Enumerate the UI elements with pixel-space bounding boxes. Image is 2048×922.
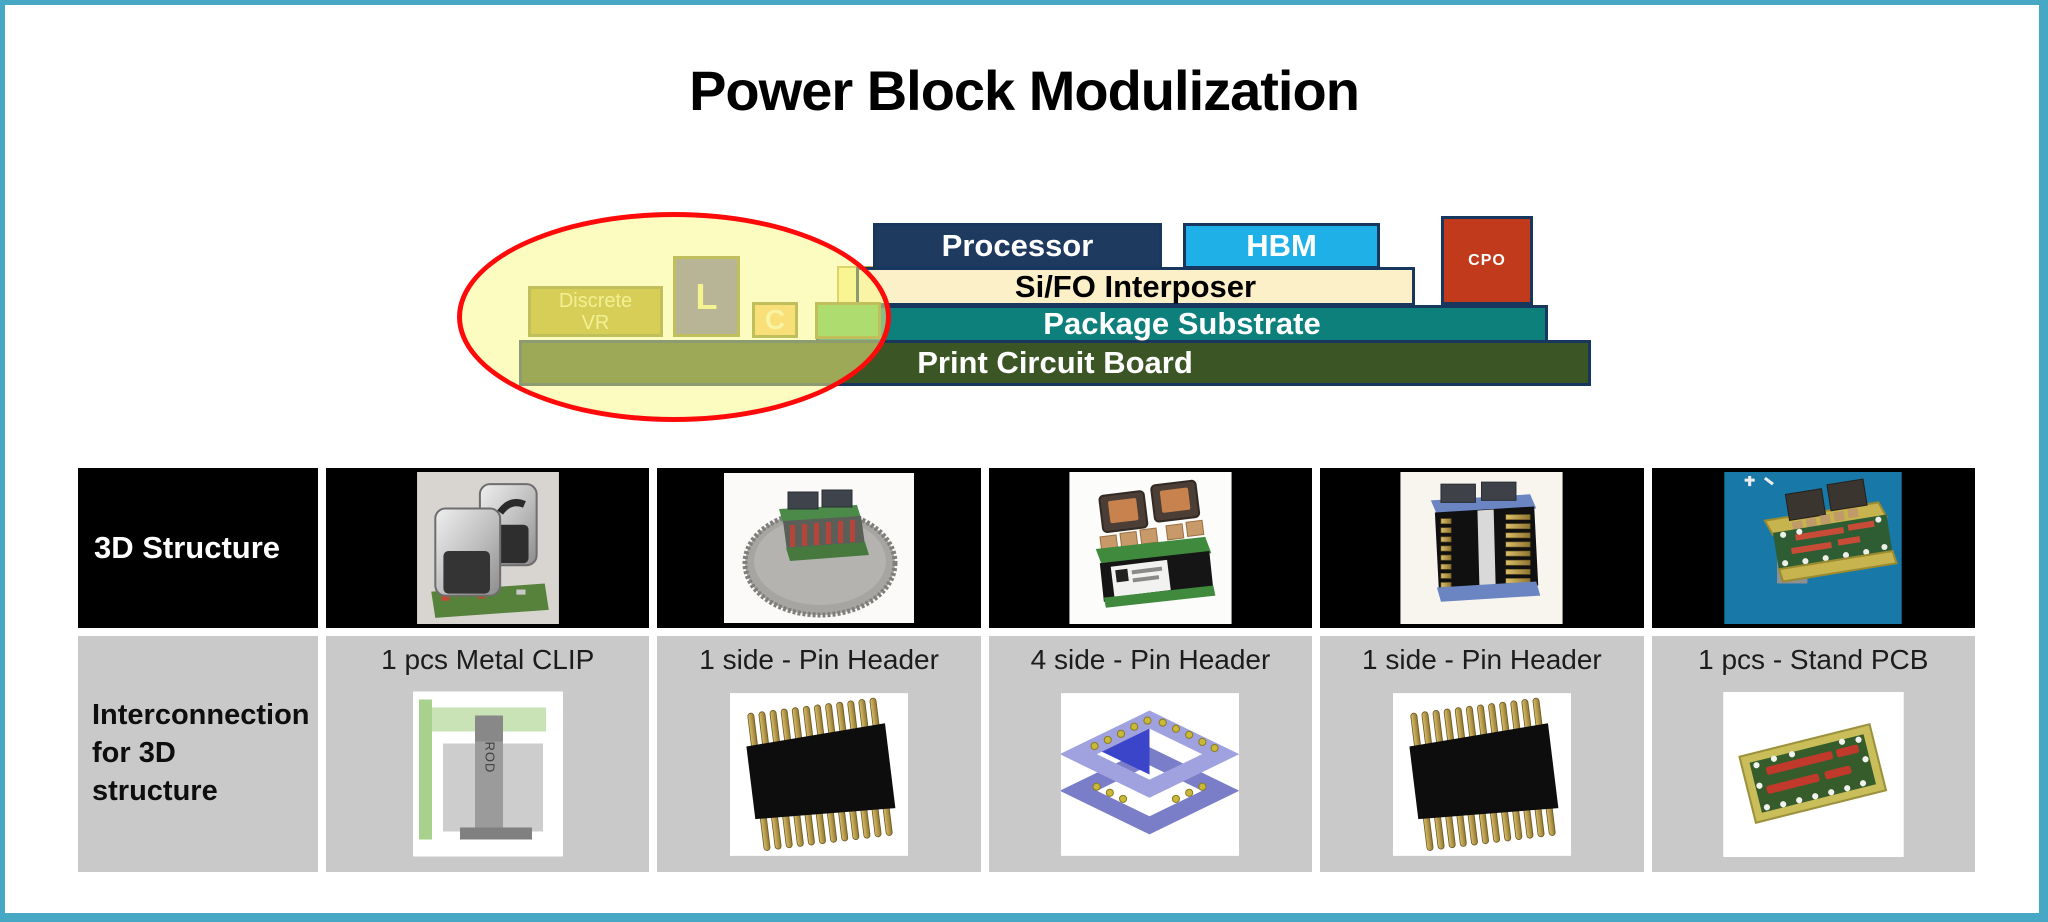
comparison-table: 3D Structure <box>78 468 1975 872</box>
rod-label: ROD <box>482 742 497 774</box>
interconnect-cell-1: 1 pcs Metal CLIP ROD <box>326 636 650 872</box>
four-side-frame-image <box>1061 692 1240 856</box>
power-block-highlight-ellipse <box>457 212 891 422</box>
metal-clip-module-photo <box>416 472 559 624</box>
hbm-label: HBM <box>1246 228 1317 263</box>
pin-header-image <box>730 692 909 856</box>
processor-label: Processor <box>941 228 1094 263</box>
interconnect-cell-2: 1 side - Pin Header <box>657 636 981 872</box>
structure-cell-2 <box>657 468 981 628</box>
interconnect-caption-1: 1 pcs Metal CLIP <box>381 644 595 675</box>
copper-top-module-photo <box>1069 472 1232 624</box>
stand-pcb-image <box>1723 691 1904 857</box>
interposer-layer: Si/FO Interposer <box>856 267 1415 306</box>
cpo-die: CPO <box>1441 216 1533 305</box>
metal-clip-rod-diagram: ROD <box>412 691 563 857</box>
module-on-coin-photo <box>724 473 915 623</box>
row-header-3d-structure: 3D Structure <box>78 468 318 628</box>
black-cube-pin-module-photo <box>1400 472 1563 624</box>
structure-cell-1 <box>326 468 650 628</box>
structure-cell-4 <box>1320 468 1644 628</box>
interconnect-caption-2: 1 side - Pin Header <box>699 644 939 675</box>
hbm-die: HBM <box>1183 223 1380 269</box>
interconnect-caption-5: 1 pcs - Stand PCB <box>1698 644 1929 675</box>
row-header-interconnection: Interconnection for 3D structure <box>78 636 318 872</box>
processor-die: Processor <box>873 223 1162 269</box>
substrate-label: Package Substrate <box>1043 306 1321 341</box>
structure-cell-5 <box>1651 468 1975 628</box>
interposer-label: Si/FO Interposer <box>1014 268 1257 304</box>
row2-label: Interconnection for 3D structure <box>92 699 310 807</box>
interconnect-cell-5: 1 pcs - Stand PCB <box>1651 636 1975 872</box>
page-title: Power Block Modulization <box>689 59 1360 122</box>
substrate-layer: Package Substrate <box>816 305 1548 343</box>
interconnect-cell-4: 1 side - Pin Header <box>1320 636 1644 872</box>
pin-header-image <box>1392 692 1571 856</box>
interconnect-cell-3: 4 side - Pin Header <box>988 636 1313 872</box>
row1-label: 3D Structure <box>94 530 281 565</box>
pcb-label: Print Circuit Board <box>917 345 1193 380</box>
cpo-label: CPO <box>1468 251 1506 269</box>
stand-pcb-module-photo <box>1724 472 1902 624</box>
interconnect-caption-3: 4 side - Pin Header <box>1030 644 1271 675</box>
structure-cell-3 <box>988 468 1313 628</box>
interconnect-caption-4: 1 side - Pin Header <box>1362 644 1602 675</box>
